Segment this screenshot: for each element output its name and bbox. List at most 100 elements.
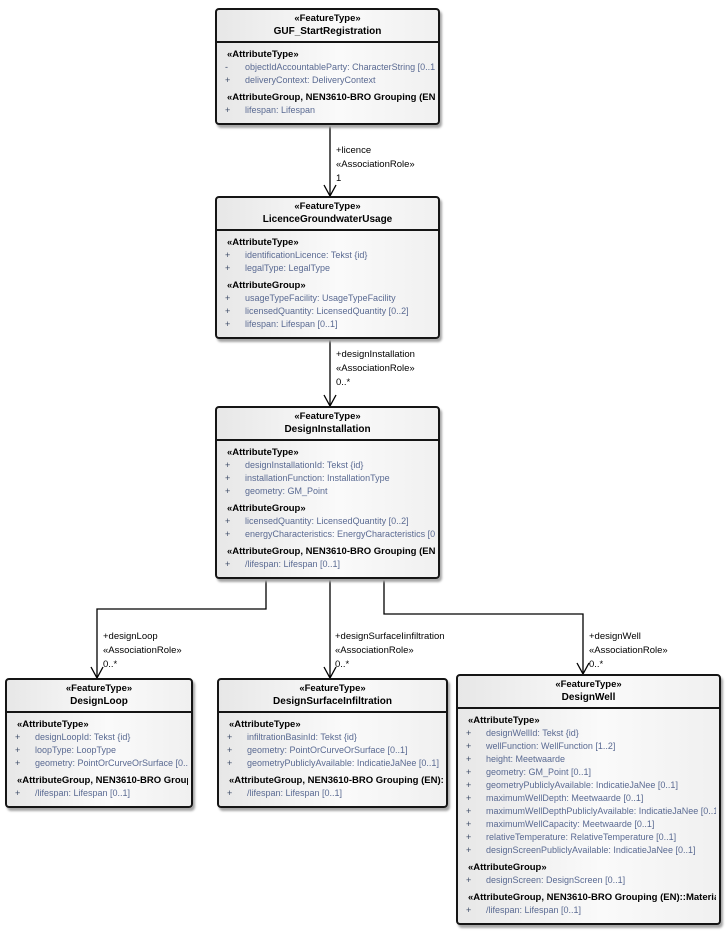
attribute-row: +installationFunction: InstallationType [217, 472, 435, 485]
attribute-row: + geometry: GM_Point [0..1] [458, 766, 716, 779]
role-multiplicity: 0..* [336, 377, 351, 388]
class-attributes: «AttributeType» + designInstallationId: Te… [217, 441, 438, 577]
visibility-marker: + [466, 819, 472, 829]
class-stereotype: «FeatureType» [294, 13, 361, 24]
attribute-group-stereotype: «AttributeGroup» [227, 503, 306, 514]
attribute-row: + maximumWellCapacity: Meetwaarde [0..1] [458, 818, 716, 831]
attribute-text: designInstallationId: Tekst {id} [245, 460, 364, 470]
class-header: «FeatureType» LicenceGroundwaterUsage [217, 198, 438, 231]
attribute-group-stereotype: «AttributeType» [227, 49, 299, 60]
attribute-row: +infiltrationBasinId: Tekst {id} [219, 731, 443, 744]
attribute-group-stereotype: «AttributeGroup, NEN3610-BRO Grouping (E… [227, 546, 435, 557]
class-name: DesignInstallation [284, 424, 371, 435]
attribute-text: lifespan: Lifespan [245, 105, 316, 115]
class-attributes: «AttributeType» - objectIdAccountableParty… [217, 43, 438, 123]
association-label-design-loop: +designLoop «AssociationRole» 0..* [103, 630, 182, 672]
visibility-marker: - [225, 62, 228, 72]
visibility-marker: + [225, 460, 231, 470]
attribute-row: + designInstallationId: Tekst {id} [217, 459, 435, 472]
attribute-text: designWellId: Tekst {id} [486, 728, 579, 738]
class-stereotype: «FeatureType» [555, 679, 622, 690]
visibility-marker: + [225, 250, 231, 260]
attribute-text: usageTypeFacility: UsageTypeFacility [245, 293, 396, 303]
class-design-well[interactable]: «FeatureType» DesignWell «AttributeType»… [456, 674, 721, 925]
attribute-row: +loopType: LoopType [7, 744, 188, 757]
visibility-marker: + [466, 832, 472, 842]
attribute-row: - objectIdAccountableParty: CharacterStri… [217, 61, 435, 74]
role-name: +designWell [589, 631, 641, 642]
role-name: +designInstallation [336, 349, 415, 360]
class-design-installation[interactable]: «FeatureType» DesignInstallation «Attrib… [215, 406, 440, 579]
class-name: GUF_StartRegistration [273, 26, 382, 37]
visibility-marker: + [227, 788, 233, 798]
role-stereotype: «AssociationRole» [589, 645, 668, 656]
attribute-group-stereotype: «AttributeGroup» [468, 862, 547, 873]
visibility-marker: + [225, 473, 231, 483]
visibility-marker: + [15, 758, 21, 768]
class-design-loop[interactable]: «FeatureType» DesignLoop «AttributeType»… [5, 678, 193, 808]
attribute-text: maximumWellCapacity: Meetwaarde [0..1] [486, 819, 655, 829]
attribute-row: +usageTypeFacility: UsageTypeFacility [217, 292, 435, 305]
class-stereotype: «FeatureType» [299, 683, 366, 694]
attribute-text: geometry: PointOrCurveOrSurface [0..1] [35, 758, 188, 768]
attribute-row: + designScreen: DesignScreen [0..1] [458, 874, 716, 887]
attribute-text: deliveryContext: DeliveryContext [245, 75, 376, 85]
attribute-text: objectIdAccountableParty: CharacterStrin… [245, 62, 435, 72]
role-multiplicity: 1 [336, 173, 342, 184]
attribute-text: geometryPubliclyAvailable: IndicatieJaNe… [486, 780, 678, 790]
class-stereotype: «FeatureType» [294, 201, 361, 212]
attribute-row: +geometryPubliclyAvailable: IndicatieJaN… [219, 757, 443, 770]
visibility-marker: + [227, 732, 233, 742]
attribute-text: licensedQuantity: LicensedQuantity [0..2… [245, 516, 409, 526]
visibility-marker: + [466, 905, 472, 915]
attribute-text: lifespan: Lifespan [0..1] [245, 319, 338, 329]
attribute-row: +maximumWellDepth: Meetwaarde [0..1] [458, 792, 716, 805]
attribute-group-stereotype: «AttributeGroup, NEN3610-BRO Grouping (E… [227, 92, 435, 103]
class-name: DesignSurfaceInfiltration [273, 696, 392, 707]
role-multiplicity: 0..* [589, 659, 604, 670]
attribute-text: designLoopId: Tekst {id} [35, 732, 131, 742]
visibility-marker: + [225, 105, 231, 115]
class-header: «FeatureType» DesignWell [458, 676, 719, 709]
visibility-marker: + [466, 875, 472, 885]
attribute-row: + wellFunction: WellFunction [1..2] [458, 740, 716, 753]
attribute-row: +height: Meetwaarde [458, 753, 716, 766]
attribute-text: wellFunction: WellFunction [1..2] [486, 741, 616, 751]
role-multiplicity: 0..* [103, 659, 118, 670]
class-stereotype: «FeatureType» [65, 683, 133, 694]
association-label-design-well: +designWell «AssociationRole» 0..* [589, 630, 668, 672]
attribute-text: /lifespan: Lifespan [0..1] [486, 905, 582, 915]
class-name: DesignWell [561, 692, 616, 703]
attribute-group-stereotype: «AttributeType» [227, 447, 299, 458]
connector-design-loop [96, 578, 267, 677]
attribute-text: geometry: GM_Point [0..1] [486, 767, 592, 777]
role-stereotype: «AssociationRole» [103, 645, 182, 656]
attribute-row: +/lifespan: Lifespan [0..1] [7, 787, 188, 800]
class-header: «FeatureType» GUF_StartRegistration [217, 10, 438, 43]
class-attributes: «AttributeType»+designWellId: Tekst {id}… [458, 709, 719, 923]
visibility-marker: + [225, 263, 231, 273]
visibility-marker: + [225, 486, 231, 496]
attribute-text: /lifespan: Lifespan [0..1] [35, 788, 131, 798]
class-design-surface-infiltration[interactable]: «FeatureType» DesignSurfaceInfiltration … [217, 678, 448, 808]
attribute-row: +identificationLicence: Tekst {id} [217, 249, 435, 262]
visibility-marker: + [466, 741, 472, 751]
attribute-text: geometry: GM_Point [245, 486, 328, 496]
visibility-marker: + [227, 745, 233, 755]
class-licence-groundwater-usage[interactable]: «FeatureType» LicenceGroundwaterUsage «A… [215, 196, 440, 339]
visibility-marker: + [466, 767, 472, 777]
class-guf-startregistration[interactable]: «FeatureType» GUF_StartRegistration «Att… [215, 8, 440, 125]
attribute-row: +lifespan: Lifespan [0..1] [217, 318, 435, 331]
visibility-marker: + [225, 559, 231, 569]
visibility-marker: + [466, 728, 472, 738]
attribute-row: +licensedQuantity: LicensedQuantity [0..… [217, 515, 435, 528]
association-label-design-installation: +designInstallation «AssociationRole» 0.… [336, 348, 415, 390]
attribute-row: +geometry: PointOrCurveOrSurface [0..1] [219, 744, 443, 757]
attribute-row: + lifespan: Lifespan [217, 104, 435, 117]
attribute-row: + designWellId: Tekst {id} [458, 727, 716, 740]
role-stereotype: «AssociationRole» [336, 363, 415, 374]
visibility-marker: + [225, 529, 231, 539]
attribute-text: designScreen: DesignScreen [0..1] [486, 875, 626, 885]
visibility-marker: + [225, 75, 231, 85]
attribute-row: +legalType: LegalType [217, 262, 435, 275]
